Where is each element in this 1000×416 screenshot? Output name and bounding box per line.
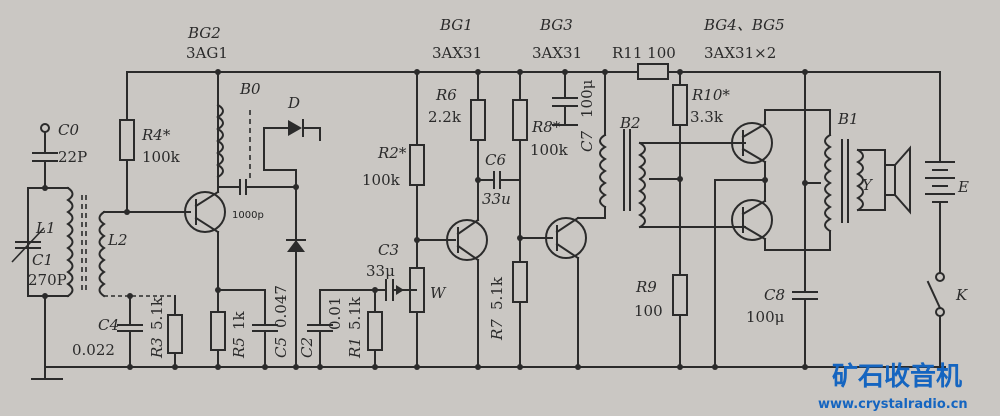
label-r8-val: 100k [530, 141, 569, 159]
label-b1: B1 [837, 110, 859, 128]
r4-resistor [119, 71, 135, 213]
label-r1-val: 5.1k [346, 296, 364, 330]
label-c7-val: 100μ [578, 79, 596, 118]
label-bg2: BG2 [187, 24, 221, 42]
label-r7: R7 [488, 319, 506, 341]
label-c1-val: 270P [28, 271, 67, 289]
b0-oscillator-coil [216, 71, 297, 195]
label-d: D [287, 94, 300, 112]
r11-resistor [637, 63, 669, 80]
label-w: W [430, 284, 447, 302]
label-r6: R6 [435, 86, 457, 104]
b2-driver-transformer [599, 71, 746, 229]
r8-r7-divider [512, 71, 553, 368]
detector-filter [307, 139, 387, 368]
bg3-transistor [545, 216, 606, 368]
label-e: E [957, 178, 969, 196]
label-c-1000p: 1000p [232, 210, 264, 221]
label-c7: C7 [578, 131, 596, 152]
label-r10: R10* [691, 86, 730, 104]
label-r11: R11 100 [612, 44, 676, 62]
label-r6-val: 2.2k [428, 108, 462, 126]
bg5-transistor [714, 179, 831, 368]
bg2-transistor [184, 104, 226, 291]
label-c3: C3 [378, 241, 399, 259]
label-r9-val: 100 [634, 302, 663, 320]
tuning-tank [11, 186, 191, 298]
junction-dots [42, 69, 808, 370]
label-bg45-type: 3AX31×2 [704, 44, 776, 62]
label-b0: B0 [239, 80, 261, 98]
label-r2-val: 100k [362, 171, 401, 189]
c6-capacitor [477, 171, 521, 189]
bg4-transistor [731, 109, 831, 181]
label-bg1-type: 3AX31 [432, 44, 482, 62]
label-l1: L1 [35, 219, 56, 237]
c0-capacitor [32, 152, 58, 189]
r10-r9-bias [672, 71, 688, 368]
label-c6: C6 [485, 151, 506, 169]
label-c1: C1 [32, 251, 53, 269]
label-c6-val: 33u [482, 190, 511, 208]
label-r9: R9 [635, 278, 657, 296]
component-labels: BG2 3AG1 BG1 3AX31 BG3 3AX31 BG4、BG5 3AX… [28, 16, 969, 359]
bg1-transistor [446, 139, 488, 368]
label-r5-val: 1k [230, 310, 248, 330]
diode-d [263, 119, 321, 368]
label-c3-val: 33μ [366, 262, 395, 280]
label-bg1: BG1 [439, 16, 473, 34]
r2-resistor [409, 71, 456, 241]
label-r4: R4* [141, 126, 171, 144]
label-c5: C5 [272, 337, 290, 358]
label-r3-val: 5.1k [148, 296, 166, 330]
watermark-title: 矿石收音机 [832, 361, 962, 392]
b1-output-transformer [804, 109, 886, 251]
label-r5: R5 [230, 337, 248, 359]
label-bg3-type: 3AX31 [532, 44, 582, 62]
r6-resistor [470, 71, 486, 141]
label-c4: C4 [98, 316, 119, 334]
c4-r3-network [117, 295, 183, 368]
label-y: Y [862, 176, 874, 194]
label-c2: C2 [298, 337, 316, 358]
antenna-terminal [40, 123, 50, 153]
label-c2-val: 0.01 [326, 297, 344, 330]
label-r2: R2* [377, 144, 407, 162]
label-k: K [955, 286, 968, 304]
watermark: 矿石收音机 www.crystalradio.cn [818, 361, 968, 412]
label-r4-val: 100k [142, 148, 181, 166]
c8-capacitor [792, 71, 818, 368]
label-r7-val: 5.1k [488, 276, 506, 310]
battery-e [925, 71, 955, 273]
w-volume-pot [396, 239, 425, 368]
label-c0: C0 [58, 121, 79, 139]
label-bg2-type: 3AG1 [186, 44, 228, 62]
label-c8: C8 [764, 286, 785, 304]
label-r1: R1 [346, 337, 364, 359]
label-r10-val: 3.3k [690, 108, 724, 126]
ground-rail [31, 295, 946, 380]
label-l2: L2 [107, 231, 128, 249]
speaker-y [884, 145, 911, 215]
watermark-url: www.crystalradio.cn [818, 397, 968, 412]
label-c0-val: 22P [58, 148, 87, 166]
label-c8-val: 100μ [746, 308, 785, 326]
switch-k [926, 272, 945, 368]
label-bg3: BG3 [539, 16, 573, 34]
label-c4-val: 0.022 [72, 341, 115, 359]
label-c5-val: 0.047 [272, 285, 290, 328]
label-b2: B2 [619, 114, 641, 132]
label-r3: R3 [148, 337, 166, 359]
label-bg45: BG4、BG5 [703, 16, 785, 34]
label-r8: R8* [531, 118, 561, 136]
c7-capacitor [552, 71, 578, 126]
